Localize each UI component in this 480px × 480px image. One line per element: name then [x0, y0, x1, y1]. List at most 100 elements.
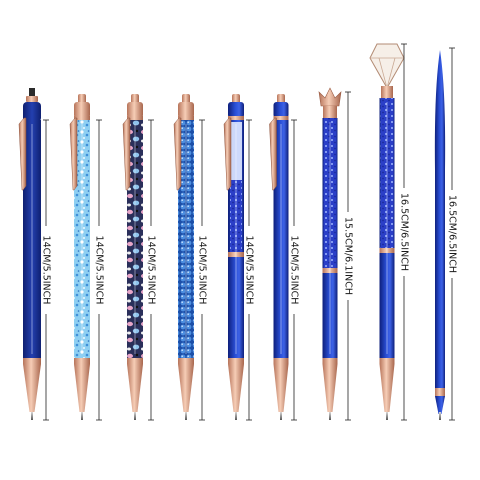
- nose-cone: [74, 364, 90, 412]
- slim-ballpoint-pen: [434, 50, 446, 420]
- nose-cone: [127, 364, 143, 412]
- barrel: [74, 120, 90, 358]
- top-cap: [178, 102, 194, 118]
- dimension-label-bg: [146, 226, 156, 314]
- dimension-label: 14CM/5.5INCH: [244, 236, 255, 305]
- ballpoint-tip: [185, 412, 187, 420]
- nose-cone: [228, 364, 244, 412]
- ballpoint-tip: [329, 412, 331, 420]
- ballpoint-tip: [134, 412, 136, 420]
- window-ring: [228, 252, 244, 257]
- nose-cone: [178, 364, 194, 412]
- nose-ring: [322, 358, 338, 364]
- top-ring: [228, 116, 244, 120]
- ballpoint-tip: [280, 412, 282, 420]
- dimension-7: 15.5CM/6.1INCH: [343, 91, 354, 421]
- dimension-label-bg: [343, 212, 353, 300]
- pocket-clip: [223, 117, 232, 191]
- barrel-highlight: [329, 122, 331, 354]
- crystal-window: [323, 118, 337, 268]
- top-cap: [273, 102, 289, 118]
- crown-topper: [318, 87, 342, 107]
- nose-cone: [379, 364, 395, 412]
- click-button: [232, 94, 240, 104]
- diamond-topper: [369, 43, 405, 90]
- dimension-label: 15.5CM/6.1INCH: [343, 217, 354, 295]
- barrel-highlight: [235, 124, 237, 354]
- dimension-label: 14CM/5.5INCH: [94, 236, 105, 305]
- barrel: [273, 120, 289, 358]
- dimension-label-bg: [41, 226, 51, 314]
- dimension-3: 14CM/5.5INCH: [146, 119, 157, 421]
- dimension-9: 16.5CM/6.5INCH: [447, 47, 458, 421]
- nose-ring: [23, 358, 41, 364]
- dimension-label: 16.5CM/6.5INCH: [399, 193, 410, 271]
- nose-cone: [273, 364, 289, 412]
- top-cap: [74, 102, 90, 118]
- nose-ring: [228, 358, 244, 364]
- top-ring: [26, 96, 38, 102]
- barrel: [127, 120, 143, 358]
- dimension-label: 16.5CM/6.5INCH: [447, 195, 458, 273]
- center-ring: [435, 388, 445, 396]
- dimension-4: 14CM/5.5INCH: [197, 119, 208, 421]
- ballpoint-tip: [31, 412, 33, 420]
- nose-cone: [322, 364, 338, 412]
- pocket-clip: [269, 117, 277, 191]
- top-collar: [323, 106, 337, 118]
- dimension-label-bg: [94, 226, 104, 314]
- barrel: [178, 120, 194, 358]
- ballpoint-tip: [386, 412, 388, 420]
- liquid-sand-pen: [223, 94, 244, 420]
- click-button: [131, 94, 139, 104]
- nose-ring: [74, 358, 90, 364]
- dimension-2: 14CM/5.5INCH: [94, 119, 105, 421]
- sand-fill: [230, 180, 242, 252]
- dimension-6: 14CM/5.5INCH: [289, 119, 300, 421]
- stylus-matte-blue-pen: [18, 88, 41, 420]
- top-cap: [23, 102, 41, 122]
- nose-cone: [23, 364, 41, 412]
- glossy-blue-pen: [269, 94, 289, 420]
- nose-cone: [435, 396, 445, 414]
- dimension-label-bg: [197, 226, 207, 314]
- dimension-label-bg: [447, 190, 457, 278]
- blue-glitter-pen: [69, 94, 90, 420]
- dimension-8: 16.5CM/6.5INCH: [399, 43, 410, 421]
- window-ring: [322, 268, 338, 273]
- dimension-label: 14CM/5.5INCH: [197, 236, 208, 305]
- crown-topper-pen: [318, 87, 342, 420]
- barrel-highlight: [386, 102, 388, 354]
- pocket-clip: [122, 117, 131, 191]
- crystal-window: [380, 98, 394, 248]
- click-button: [277, 94, 285, 104]
- pocket-clip: [69, 117, 78, 191]
- dimension-5: 14CM/5.5INCH: [244, 119, 255, 421]
- nose-ring: [273, 358, 289, 364]
- rhinestone-pen: [173, 94, 194, 420]
- diamond-topper-pen: [369, 43, 405, 420]
- top-ring: [74, 116, 90, 120]
- dimension-1: 14CM/5.5INCH: [41, 119, 52, 421]
- nose-ring: [178, 358, 194, 364]
- top-cap: [127, 102, 143, 118]
- barrel-highlight: [81, 124, 83, 354]
- ballpoint-tip: [439, 412, 441, 420]
- top-ring: [273, 116, 289, 120]
- barrel: [23, 120, 41, 358]
- click-button: [78, 94, 86, 104]
- dimension-label-bg: [399, 188, 409, 276]
- barrel-highlight: [185, 124, 187, 354]
- ballpoint-tip: [235, 412, 237, 420]
- barrel-highlight: [134, 124, 136, 354]
- pocket-clip: [18, 117, 27, 191]
- pocket-clip: [173, 117, 182, 191]
- barrel-highlight: [280, 124, 282, 354]
- top-cap: [228, 102, 244, 118]
- click-button: [182, 94, 190, 104]
- leopard-print-pen: [122, 94, 143, 420]
- dimension-label: 14CM/5.5INCH: [289, 236, 300, 305]
- window-ring: [379, 248, 395, 253]
- nose-ring: [379, 358, 395, 364]
